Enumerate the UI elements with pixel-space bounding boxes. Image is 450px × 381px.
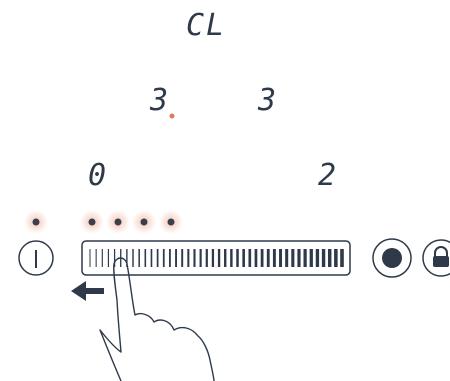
slider-tick	[291, 249, 294, 267]
indicator-dot	[106, 210, 130, 234]
indicator-dot	[132, 210, 156, 234]
slider-tick	[102, 249, 103, 267]
indicator-dot	[80, 210, 104, 234]
slider-tick	[340, 249, 344, 267]
slider-tick	[218, 249, 220, 267]
slider-tick	[212, 249, 214, 267]
slider-tick	[157, 249, 159, 267]
slider-tick	[328, 249, 331, 267]
slider-tick	[261, 249, 264, 267]
slider-tick	[132, 249, 133, 267]
lock-icon	[433, 247, 449, 267]
slider-tick	[224, 249, 226, 267]
slider-tick	[108, 249, 109, 267]
slider-tick	[163, 249, 165, 267]
slider-tick	[316, 249, 319, 267]
decimal-point-indicator	[170, 114, 175, 119]
slider-tick	[248, 249, 251, 267]
hand-pointer-icon	[100, 258, 214, 381]
slider-tick	[193, 249, 195, 267]
slider-tick	[322, 249, 325, 267]
slider-tick	[297, 249, 300, 267]
indicator-dot	[159, 210, 183, 234]
power-button[interactable]	[19, 241, 53, 275]
slider-tick	[267, 249, 270, 267]
record-icon	[382, 248, 402, 268]
indicator-dot	[24, 210, 48, 234]
slider-tick	[200, 249, 202, 267]
slider-tick	[187, 249, 189, 267]
slider-tick	[151, 249, 153, 267]
slider-tick	[242, 249, 245, 267]
slider-tick	[145, 249, 147, 267]
slider-tick	[310, 249, 313, 267]
slider-tick	[169, 249, 171, 267]
slider-tick	[96, 249, 97, 267]
slider-tick	[255, 249, 258, 267]
slider-tick	[181, 249, 183, 267]
lock-button[interactable]	[423, 240, 450, 276]
arrow-left-icon	[71, 281, 104, 301]
slider-tick	[138, 249, 140, 267]
slider-tick	[304, 249, 307, 267]
slider-tick	[279, 249, 282, 267]
slider-tick	[273, 249, 276, 267]
slider-tick	[334, 249, 338, 267]
slider-tick	[90, 249, 91, 267]
slider-tick	[236, 249, 239, 267]
slider-tick	[285, 249, 288, 267]
slider-tick	[230, 249, 232, 267]
slider-tick	[206, 249, 208, 267]
slider-tick	[175, 249, 177, 267]
start-button[interactable]	[373, 239, 411, 277]
